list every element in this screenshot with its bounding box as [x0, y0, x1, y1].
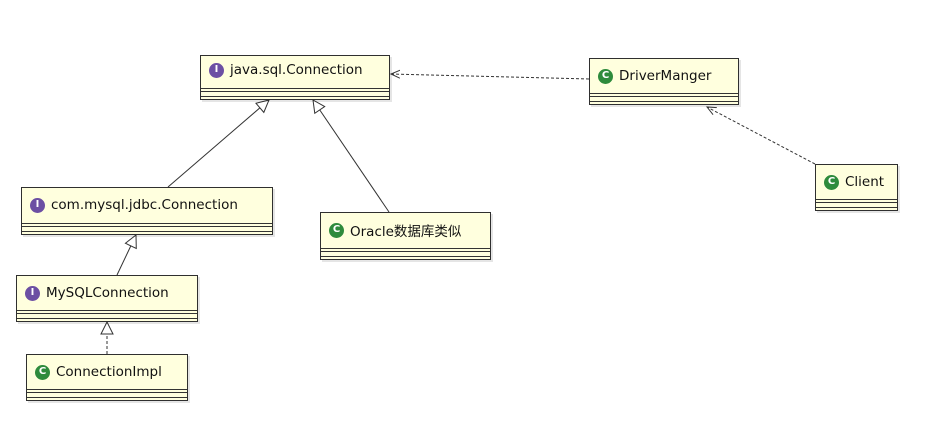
class-name: Oracle数据库类似: [350, 224, 462, 240]
class-box-client[interactable]: C Client: [815, 164, 898, 211]
class-name: DriverManger: [619, 68, 712, 84]
class-icon: C: [598, 68, 613, 84]
class-box-mysql-connection[interactable]: I MySQLConnection: [16, 275, 198, 322]
edge-oracle-to-java-sql-connection: [313, 100, 390, 213]
class-name: com.mysql.jdbc.Connection: [51, 197, 238, 213]
class-box-driver-manger[interactable]: C DriverManger: [589, 58, 739, 105]
class-name: MySQLConnection: [46, 285, 169, 301]
interface-icon: I: [30, 197, 45, 213]
class-icon: C: [824, 174, 839, 190]
class-name: java.sql.Connection: [230, 62, 363, 78]
edge-driver-manger-to-java-sql-connection: [391, 74, 590, 80]
class-box-connection-impl[interactable]: C ConnectionImpl: [26, 354, 188, 401]
interface-icon: I: [209, 62, 224, 78]
edge-com-mysql-jdbc-connection-to-java-sql-connection: [167, 100, 269, 188]
class-name: ConnectionImpl: [56, 364, 162, 380]
class-icon: C: [329, 222, 344, 238]
class-box-java-sql-connection[interactable]: I java.sql.Connection: [200, 55, 390, 100]
edge-client-to-driver-manger: [707, 107, 816, 165]
class-icon: C: [35, 364, 50, 380]
class-name: Client: [845, 174, 885, 190]
edge-mysql-connection-to-com-mysql-jdbc-connection: [116, 235, 136, 276]
interface-icon: I: [25, 285, 40, 301]
class-box-oracle[interactable]: C Oracle数据库类似: [320, 212, 491, 260]
class-box-com-mysql-jdbc-connection[interactable]: I com.mysql.jdbc.Connection: [21, 187, 273, 235]
